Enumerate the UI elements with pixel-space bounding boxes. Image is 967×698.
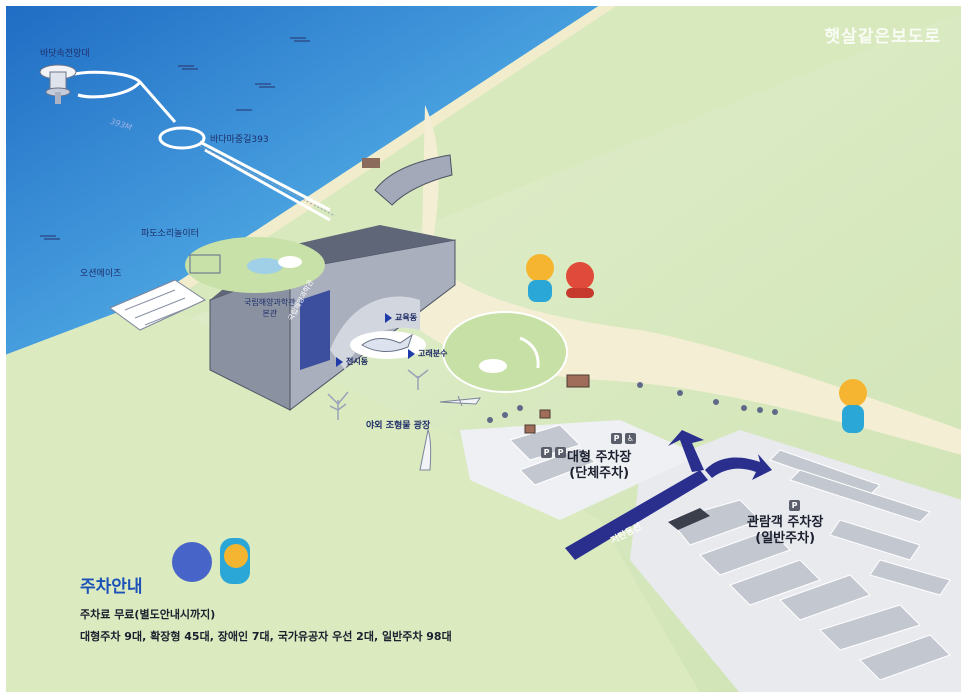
small-huts (524, 374, 590, 434)
main-road (565, 470, 708, 560)
label-sculpture-plaza: 야외 조형물 광장 (366, 421, 431, 431)
sculpture-plane (439, 395, 482, 407)
parking-badge-large-2: P (555, 447, 566, 458)
accessible-icon: ♿ (625, 433, 636, 444)
road-arrow-right (705, 454, 772, 480)
bus-shelter (668, 508, 710, 530)
parking-stalls (509, 424, 951, 681)
main-building (209, 225, 456, 412)
mascot-right (839, 379, 867, 433)
wave-marks (40, 37, 310, 240)
label-main-building: 국립해양과학관 본관 (244, 298, 296, 318)
parking-badge-visitor: P (789, 500, 800, 511)
parking-info-capacity: 대형주차 9대, 확장형 45대, 장애인 7대, 국가유공자 우선 2대, 일… (80, 630, 452, 643)
label-ocean-maze: 오션메이즈 (80, 269, 122, 279)
sculpture-dolphin (419, 428, 432, 471)
sculpture-tree (327, 369, 429, 420)
whale-fountain-graphic (350, 331, 426, 359)
beach-strip (150, 5, 618, 305)
label-street-address: 바다마중길393 (210, 135, 269, 145)
pier-rail (199, 145, 336, 217)
parking-badge-large-3: P (611, 433, 622, 444)
parking-info-title: 주차안내 (80, 577, 143, 597)
label-visitor-parking: 관람객 주차장 (일반주차) (747, 515, 824, 546)
round-lawn (442, 311, 568, 393)
parking-info-fee: 주차료 무료(별도안내시까지) (80, 608, 216, 621)
education-ribbon (362, 154, 453, 206)
label-large-parking: 대형 주차장 (단체주차) (567, 450, 632, 481)
tag-exhibition-building: 전시동 (336, 356, 368, 367)
ocean-maze-graphic (108, 279, 207, 331)
tag-whale-fountain: 고래분수 (408, 348, 447, 359)
sea-pier (69, 70, 331, 222)
sea-area (5, 5, 600, 355)
wave-playground-graphic (185, 237, 325, 293)
watermark-text: 햇살같은보도로 (824, 27, 941, 47)
mascot-pair-top (526, 254, 594, 302)
parking-badge-large-1: P (541, 447, 552, 458)
label-wave-playground: 파도소리놀이터 (141, 229, 199, 239)
observatory-tower (39, 64, 77, 104)
tag-education-building: 교육동 (385, 312, 417, 323)
lower-land (5, 300, 700, 693)
road-arrow-up (668, 430, 704, 472)
label-observatory: 바닷속전망대 (40, 49, 90, 59)
mascot-pair-bottom (172, 538, 250, 584)
trees (487, 382, 778, 423)
